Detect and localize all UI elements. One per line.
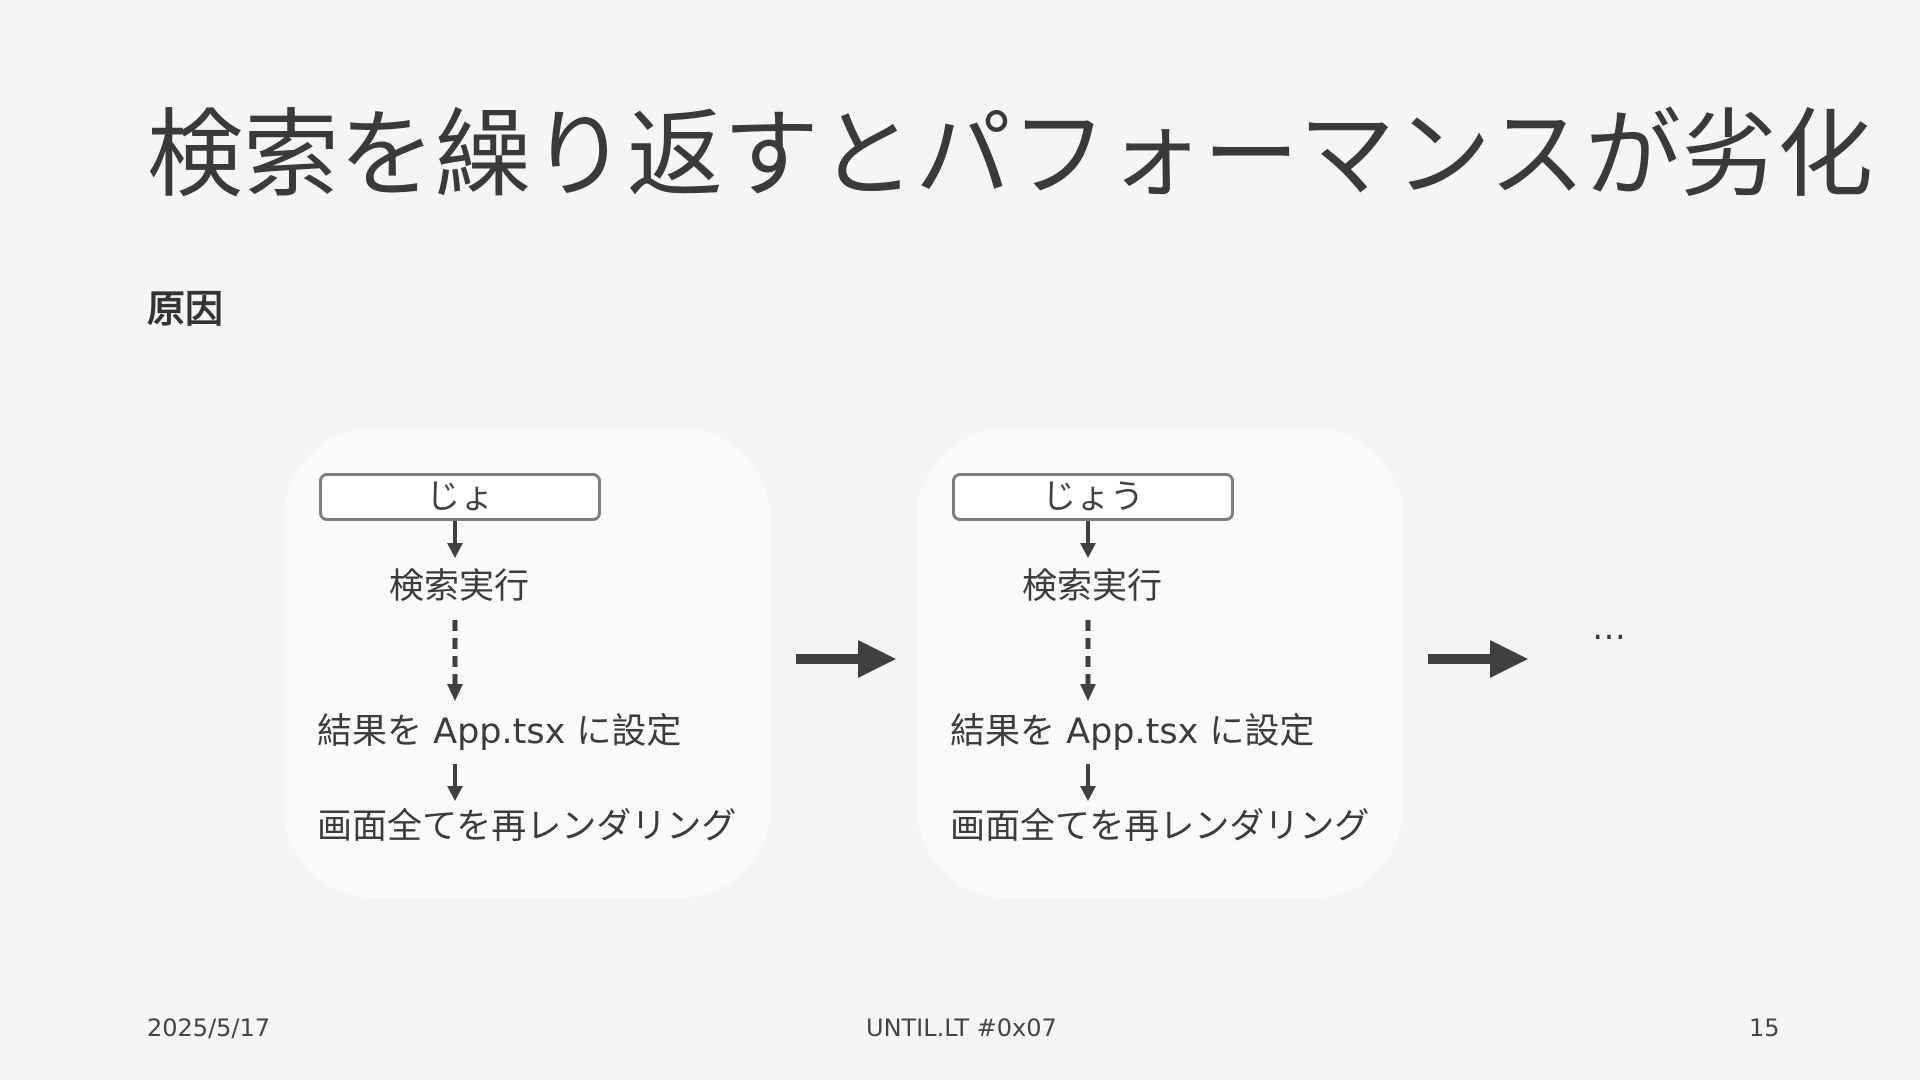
step-search-label: 検索実行 [389, 567, 530, 607]
step-set-label: 結果を App.tsx に設定 [317, 712, 682, 752]
dashed-down-arrow-icon [1080, 620, 1096, 701]
right-arrow-icon [796, 640, 896, 678]
flow-panel-1: じょ 検索実行 結果を App.tsx に設定 画面全てを再レンダリング [284, 428, 770, 898]
dashed-down-arrow-icon [447, 620, 463, 701]
search-query-box: じょ [319, 473, 601, 521]
step-render-label: 画面全てを再レンダリング [317, 807, 737, 847]
down-arrow-icon [447, 764, 463, 801]
right-arrow-icon [1428, 640, 1528, 678]
section-heading: 原因 [147, 287, 224, 331]
page-number: 15 [1749, 1014, 1780, 1042]
step-render-label: 画面全てを再レンダリング [950, 807, 1370, 847]
footer-event-name: UNTIL.LT #0x07 [866, 1014, 1057, 1042]
step-search-label: 検索実行 [1022, 567, 1163, 607]
continuation-ellipsis: … [1592, 608, 1627, 648]
down-arrow-icon [447, 521, 463, 558]
step-set-label: 結果を App.tsx に設定 [950, 712, 1315, 752]
flow-panel-2: じょう 検索実行 結果を App.tsx に設定 画面全てを再レンダリング [917, 428, 1403, 898]
footer-date: 2025/5/17 [147, 1014, 271, 1042]
down-arrow-icon [1080, 764, 1096, 801]
search-query-box: じょう [952, 473, 1234, 521]
down-arrow-icon [1080, 521, 1096, 558]
slide-title: 検索を繰り返すとパフォーマンスが劣化 [147, 99, 1874, 211]
